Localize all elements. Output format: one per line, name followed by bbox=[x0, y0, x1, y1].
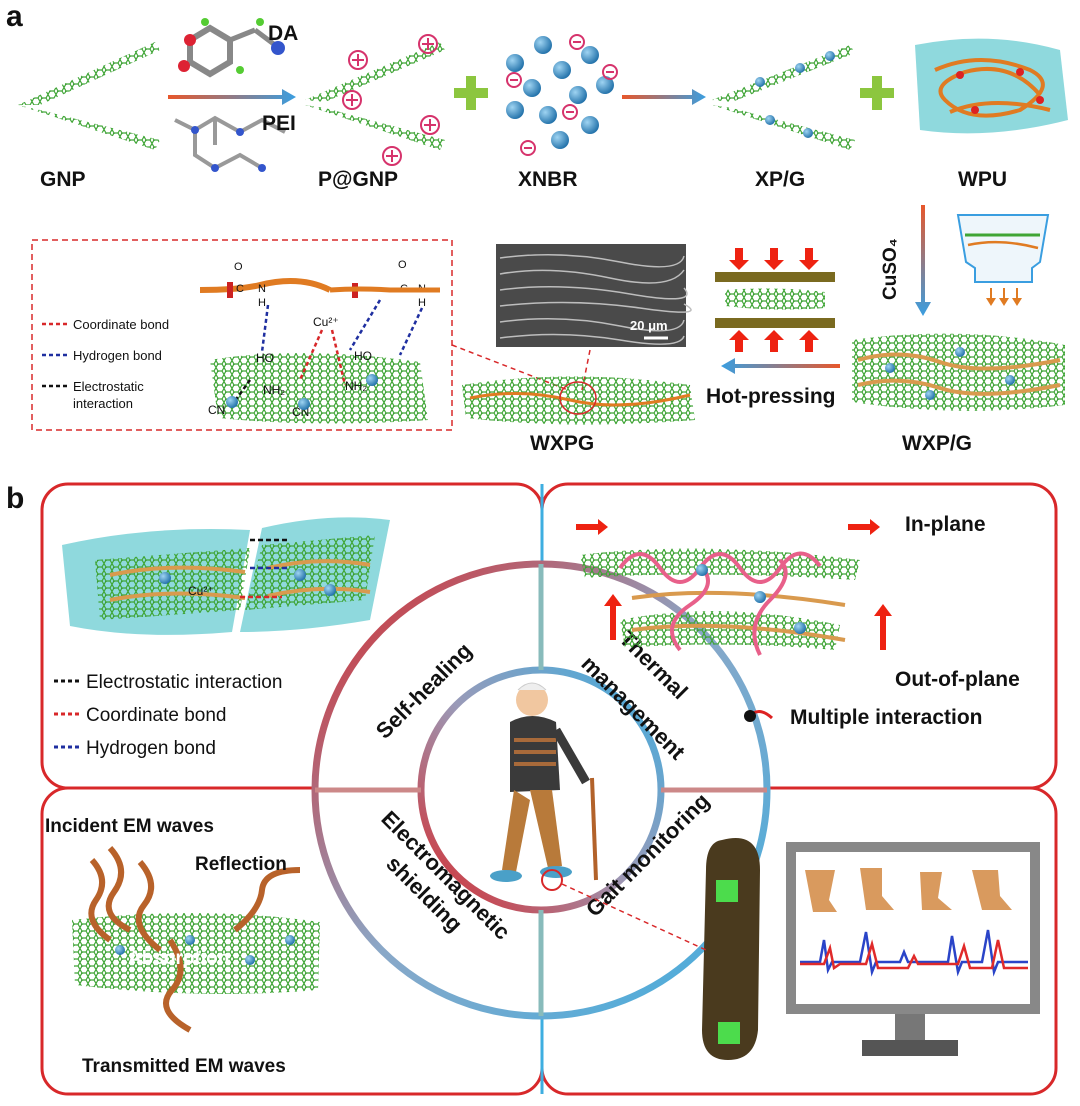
arrow-xnbr-to-xpg bbox=[622, 89, 706, 105]
panel-a-label: a bbox=[6, 0, 23, 33]
multiple-interaction-label: Multiple interaction bbox=[790, 706, 983, 729]
svg-text:CN: CN bbox=[208, 403, 225, 417]
arrow-hot-pressing bbox=[721, 358, 840, 374]
insole-sensor bbox=[702, 838, 760, 1060]
pei-label: PEI bbox=[262, 112, 296, 135]
svg-text:H: H bbox=[258, 297, 266, 309]
mechanism-box bbox=[31, 239, 453, 431]
svg-text:Electrostatic: Electrostatic bbox=[73, 379, 144, 394]
gnp-sheets bbox=[18, 42, 160, 150]
thermal-arrows bbox=[576, 519, 892, 650]
svg-text:interaction: interaction bbox=[73, 396, 133, 411]
pei-molecule bbox=[174, 115, 286, 172]
svg-text:Electrostatic interaction: Electrostatic interaction bbox=[86, 672, 282, 693]
wxpg-label: WXPG bbox=[530, 432, 594, 455]
zoom-connector-2 bbox=[581, 349, 591, 391]
transmitted-em-label: Transmitted EM waves bbox=[82, 1056, 286, 1077]
em-illustration bbox=[72, 845, 320, 1033]
xpg-sheets bbox=[712, 45, 855, 150]
svg-text:Hydrogen bond: Hydrogen bond bbox=[86, 738, 216, 759]
pgnp-label: P@GNP bbox=[318, 168, 398, 191]
da-molecule bbox=[178, 18, 285, 78]
elderly-man-figure bbox=[490, 682, 598, 891]
filter-funnel bbox=[956, 214, 1050, 306]
svg-text:N: N bbox=[258, 283, 266, 295]
xpg-label: XP/G bbox=[755, 168, 805, 191]
mechanism-graphene bbox=[210, 352, 428, 424]
svg-text:NH₂: NH₂ bbox=[345, 379, 367, 393]
svg-text:H: H bbox=[418, 297, 426, 309]
mechanism-legend: Coordinate bond Hydrogen bond Electrosta… bbox=[42, 317, 169, 411]
hot-press bbox=[715, 248, 835, 352]
cuso4-label: CuSO₄ bbox=[880, 238, 901, 300]
da-label: DA bbox=[268, 22, 298, 45]
wxpg-film bbox=[462, 376, 695, 425]
svg-text:Cu²⁺: Cu²⁺ bbox=[313, 315, 339, 329]
self-healing-illustration bbox=[62, 517, 390, 635]
monitor bbox=[786, 842, 1040, 1056]
wxp-g-label: WXP/G bbox=[902, 432, 972, 455]
wpu-chain: O C N H O C N H bbox=[199, 259, 440, 309]
self-healing-legend: Electrostatic interaction Coordinate bon… bbox=[54, 672, 282, 759]
thermal-illustration bbox=[580, 548, 860, 656]
sem-image: 20 μm bbox=[496, 244, 692, 347]
svg-text:HO: HO bbox=[256, 351, 274, 365]
incident-em-label: Incident EM waves bbox=[45, 816, 214, 837]
plus-sign-1 bbox=[454, 76, 488, 110]
wxpg-composite bbox=[852, 333, 1065, 411]
pgnp-sheets bbox=[305, 42, 445, 150]
bond-lines bbox=[230, 299, 424, 406]
gnp-label: GNP bbox=[40, 168, 86, 191]
xnbr-particles bbox=[506, 36, 614, 149]
hot-pressing-label: Hot-pressing bbox=[706, 385, 836, 408]
plus-sign-2 bbox=[860, 76, 894, 110]
scale-bar-label: 20 μm bbox=[630, 318, 668, 333]
wpu-label: WPU bbox=[958, 168, 1007, 191]
wpu-block bbox=[915, 38, 1068, 134]
out-of-plane-label: Out-of-plane bbox=[895, 668, 1020, 691]
positive-charges bbox=[342, 34, 440, 166]
mechanism-chem-labels: Cu²⁺ HO HO NH₂ NH₂ CN CN bbox=[208, 315, 378, 419]
svg-text:Coordinate bond: Coordinate bond bbox=[86, 705, 227, 726]
self-healing-cu-label: Cu²⁺ bbox=[188, 584, 214, 598]
absorption-label: Absorption bbox=[128, 948, 229, 969]
svg-text:Hydrogen bond: Hydrogen bond bbox=[73, 348, 162, 363]
arrow-gnp-to-pgnp bbox=[168, 89, 296, 105]
svg-text:O: O bbox=[398, 259, 407, 271]
xnbr-label: XNBR bbox=[518, 168, 578, 191]
svg-text:HO: HO bbox=[354, 349, 372, 363]
in-plane-label: In-plane bbox=[905, 513, 986, 536]
svg-text:NH₂: NH₂ bbox=[263, 383, 285, 397]
multiple-interaction-icon bbox=[744, 710, 774, 722]
svg-text:Coordinate bond: Coordinate bond bbox=[73, 317, 169, 332]
arrow-cuso4 bbox=[915, 205, 931, 316]
negative-charges bbox=[506, 34, 618, 156]
svg-text:C: C bbox=[236, 283, 244, 295]
svg-text:O: O bbox=[234, 261, 243, 273]
reflection-label: Reflection bbox=[195, 854, 287, 875]
panel-b-label: b bbox=[6, 482, 24, 515]
